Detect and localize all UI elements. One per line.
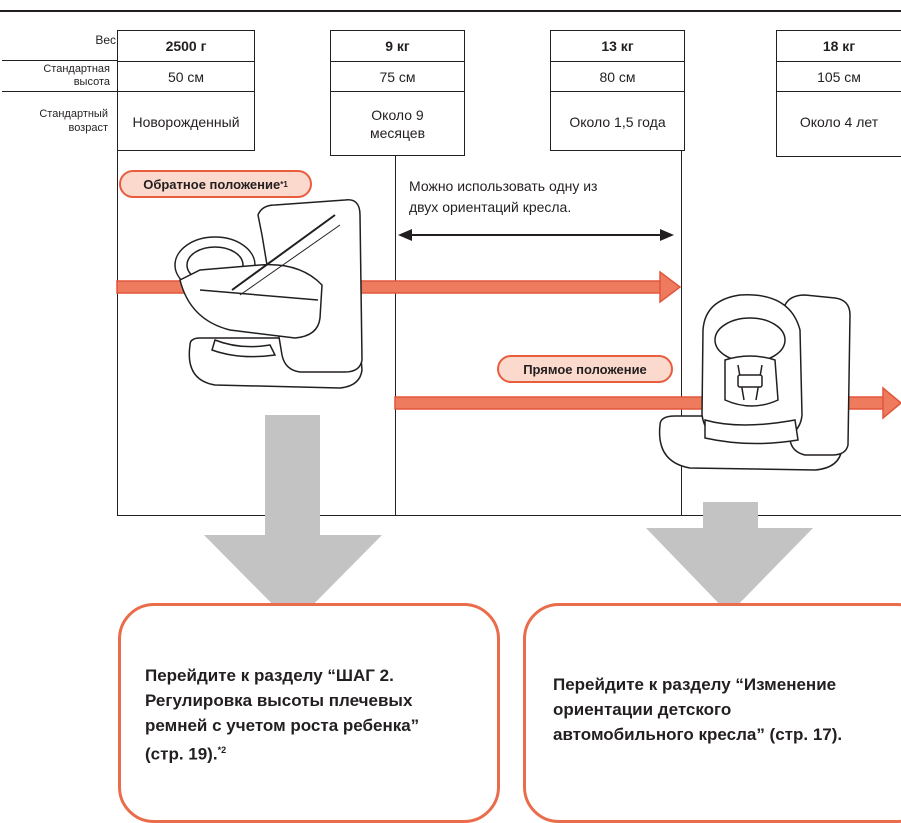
row-divider-1 (2, 60, 118, 61)
box-right-line-1: Перейдите к разделу “Изменение (553, 675, 837, 694)
timeline-bottom-rule (117, 515, 901, 516)
row-divider-2 (2, 91, 118, 92)
height-row-label-line1: Стандартная (43, 63, 110, 75)
height-value: 80 см (551, 62, 684, 92)
height-value: 50 см (118, 62, 254, 92)
gray-down-arrow-left (204, 415, 382, 625)
top-rule (0, 10, 901, 12)
either-orientation-note: Можно использовать одну из двух ориентац… (409, 176, 669, 218)
box-right-line-3: автомобильного кресла” (стр. 17). (553, 725, 843, 744)
milestone-newborn: 2500 г 50 см Новорожденный (117, 30, 255, 151)
age-row-label-line1: Стандартный (39, 108, 108, 120)
box-left-line-1: Перейдите к разделу “ШАГ 2. (145, 666, 394, 685)
box-right-line-2: ориентации детского (553, 700, 732, 719)
weight-value: 18 кг (777, 31, 901, 62)
timeline-line-9kg (395, 155, 396, 516)
milestone-18kg: 18 кг 105 см Около 4 лет (776, 30, 901, 157)
weight-row-label: Вес (95, 33, 116, 47)
box-left-line-2: Регулировка высоты плечевых (145, 691, 413, 710)
rear-facing-seat-image (174, 199, 363, 389)
info-box-right (523, 603, 901, 823)
info-box-right-text: Перейдите к разделу “Изменение ориентаци… (553, 672, 901, 747)
height-row-label-line2: высота (73, 76, 110, 88)
forward-facing-seat-image (658, 294, 851, 471)
forward-facing-label: Прямое положение (497, 355, 673, 383)
box-left-line-3: ремней с учетом роста ребенка” (145, 716, 420, 735)
note-line-2: двух ориентаций кресла. (409, 199, 572, 215)
gray-down-arrow-right (646, 502, 813, 614)
box-left-line-4: (стр. 19).*2 (145, 744, 227, 764)
age-row-label-line2: возраст (68, 122, 108, 134)
height-value: 75 см (331, 62, 464, 92)
timeline-line-13kg (681, 150, 682, 516)
double-arrow (398, 229, 674, 241)
age-value: Новорожденный (132, 113, 240, 130)
info-box-left-text: Перейдите к разделу “ШАГ 2. Регулировка … (145, 663, 495, 767)
rear-facing-label: Обратное положение*1 (119, 170, 312, 198)
milestone-13kg: 13 кг 80 см Около 1,5 года (550, 30, 685, 151)
age-value: Около 4 лет (799, 113, 879, 130)
info-box-left (118, 603, 500, 823)
note-line-1: Можно использовать одну из (409, 178, 598, 194)
age-value: Около 1,5 года (569, 113, 666, 130)
weight-value: 9 кг (331, 31, 464, 62)
row-labels: Вес Стандартная высота Стандартный возра… (0, 30, 118, 150)
weight-value: 13 кг (551, 31, 684, 62)
weight-value: 2500 г (118, 31, 254, 62)
timeline-line-newborn (117, 150, 118, 516)
height-value: 105 см (777, 62, 901, 92)
